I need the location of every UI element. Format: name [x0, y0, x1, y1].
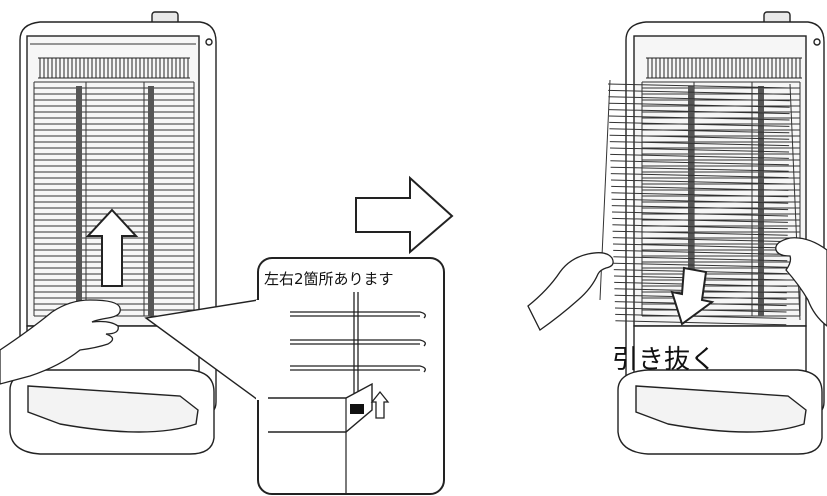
grille-line — [611, 185, 789, 191]
grille-line — [609, 134, 790, 140]
grille-line — [609, 128, 790, 134]
grille-line — [613, 256, 788, 262]
callout: 左右2箇所あります — [144, 257, 445, 495]
grille-line — [613, 262, 788, 268]
grille-line — [610, 173, 789, 179]
grille-line — [612, 237, 788, 243]
left-heater-screw — [205, 38, 213, 46]
right-right-hand — [775, 237, 827, 327]
grille-line — [608, 89, 790, 95]
up-arrow-icon — [85, 208, 139, 287]
grille-line — [608, 109, 790, 115]
grille-line — [612, 224, 788, 230]
grille-line — [608, 96, 790, 102]
right-arrow-icon — [355, 175, 454, 255]
callout-box — [257, 257, 445, 495]
down-arrow-icon — [670, 266, 715, 326]
right-top-vent — [646, 57, 802, 79]
left-heating-rod-2 — [148, 86, 154, 316]
small-up-arrow-icon — [370, 390, 390, 419]
callout-text: 左右2箇所あります — [264, 270, 394, 288]
pulled-grille — [599, 79, 801, 326]
grille-line — [613, 249, 788, 255]
grille-line — [612, 217, 788, 223]
grille-line — [608, 115, 790, 121]
grille-clip — [350, 404, 364, 414]
grille-line — [610, 160, 789, 166]
grille-line — [610, 153, 789, 159]
grille-line — [612, 230, 788, 236]
pull-out-caption: 引き抜く — [612, 345, 716, 375]
right-heater — [617, 11, 825, 455]
right-heating-rod-2 — [758, 86, 764, 316]
left-top-vent — [38, 57, 190, 79]
grille-line — [609, 141, 790, 147]
grille-line — [611, 205, 789, 211]
grille-line — [611, 192, 789, 198]
grille-line — [610, 166, 789, 172]
grille-line — [615, 313, 787, 319]
left-heating-rod-1 — [76, 86, 82, 316]
grille-line — [608, 102, 790, 108]
grille-line — [610, 179, 789, 185]
grille-line — [612, 243, 788, 249]
grille-line — [611, 198, 789, 204]
grille-line — [609, 121, 790, 127]
grille-line — [607, 83, 791, 89]
left-hand — [0, 299, 121, 385]
grille-line — [611, 211, 789, 217]
grille-line — [615, 320, 787, 326]
grille-line — [609, 147, 790, 153]
right-left-hand — [527, 252, 614, 331]
